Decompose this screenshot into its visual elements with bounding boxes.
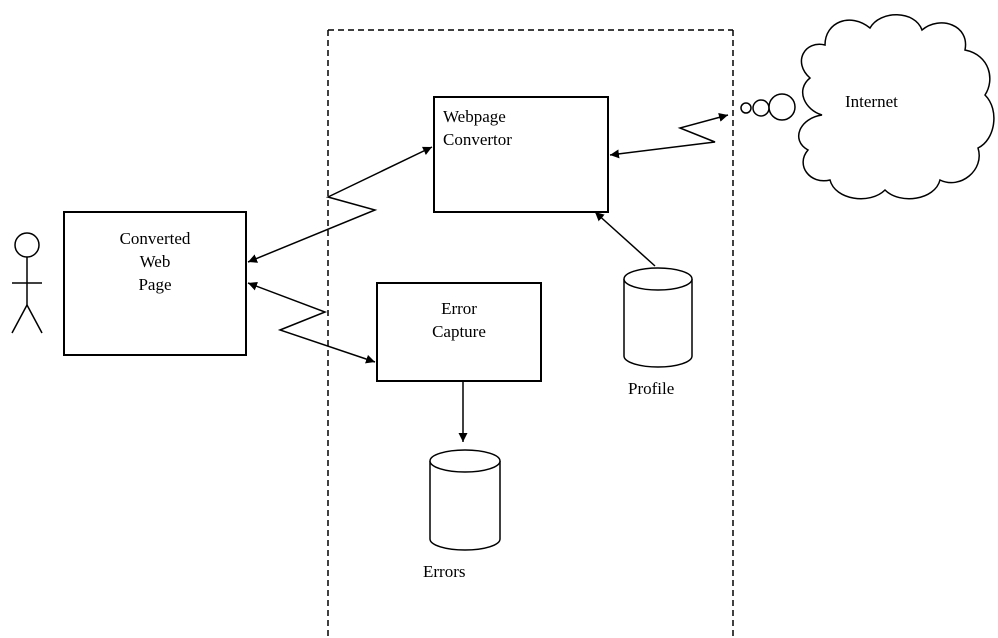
error-capture-label: Error Capture [377,297,541,343]
profile-label-text: Profile [628,379,675,398]
converted-page-label: Converted Web Page [64,227,246,296]
converted-page-box [63,211,247,356]
errors-label-text: Errors [423,562,466,581]
internet-cloud-icon [740,14,995,200]
link-convertor-internet [609,113,729,159]
link-page-convertor [247,146,433,263]
internet-label: Internet [845,90,898,113]
profile-label: Profile [628,377,674,400]
link-profile-convertor [594,211,656,267]
internet-label-text: Internet [845,92,898,111]
converted-page-line3: Page [138,275,172,294]
error-capture-box [376,282,542,382]
errors-database-icon [429,449,501,551]
webpage-convertor-line2: Convertor [443,130,512,149]
user-actor-icon [11,232,43,334]
converted-page-line2: Web [139,252,171,271]
webpage-convertor-label: Webpage Convertor [443,105,512,151]
webpage-convertor-line1: Webpage [443,107,506,126]
error-capture-line2: Capture [432,322,486,341]
profile-database-icon [623,267,693,368]
errors-label: Errors [423,560,465,583]
link-page-errorcapture [247,281,376,364]
error-capture-line1: Error [441,299,477,318]
webpage-convertor-box [433,96,609,213]
converted-page-line1: Converted [119,229,191,248]
